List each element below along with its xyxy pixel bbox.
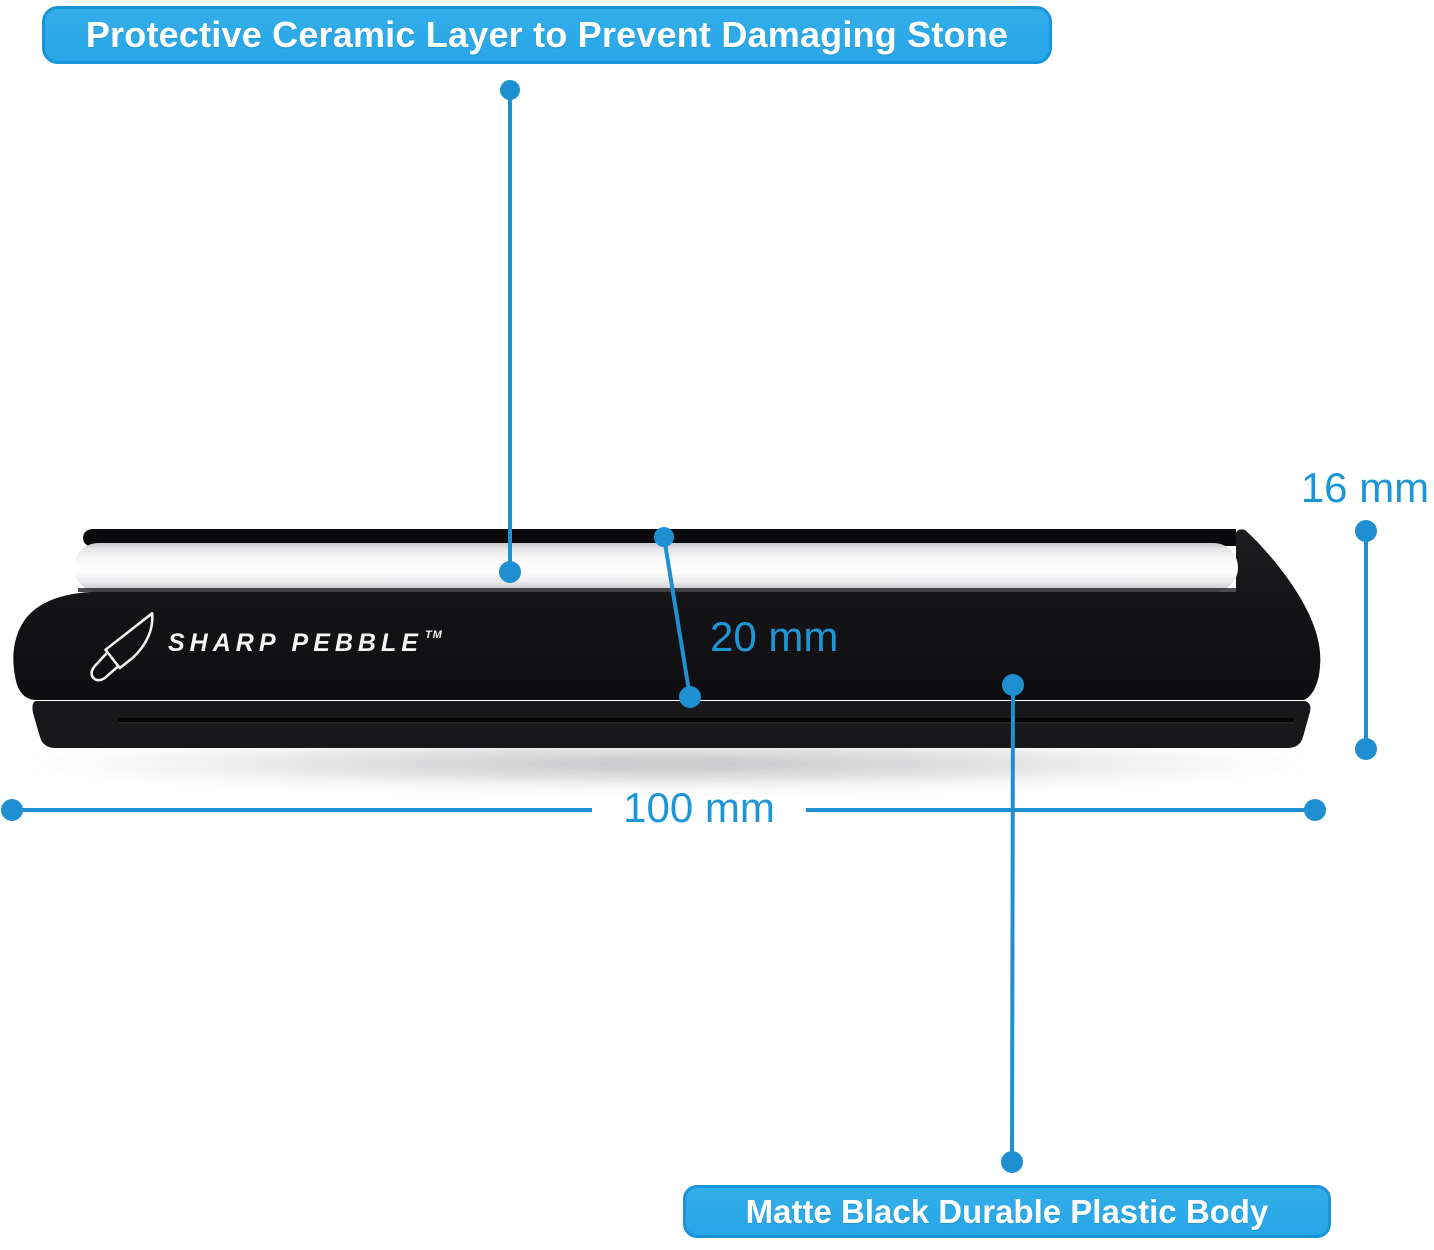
measure-dot [654,527,674,547]
measure-dot [679,686,701,708]
callout-dot [500,80,520,100]
product-base [32,701,1311,748]
product-body [13,529,1321,700]
product-shadow [8,737,1328,791]
base-groove [118,718,1294,722]
banner-ceramic-layer: Protective Ceramic Layer to Prevent Dama… [42,6,1052,64]
callout-line-plastic-body [1010,684,1015,1163]
ceramic-rod-seam [78,588,1236,592]
brand-name-text: SHARP PEBBLE [168,629,423,657]
callout-dot [1002,674,1024,696]
callout-dot [499,561,521,583]
measure-dot [1,799,23,821]
banner-plastic-body: Matte Black Durable Plastic Body [683,1185,1331,1238]
trademark-symbol: TM [424,628,443,641]
ceramic-rod [74,543,1238,592]
callout-dot [1001,1151,1023,1173]
measure-line-thickness [662,536,692,698]
dimension-label-thickness: 20 mm [710,613,839,660]
measure-dot [1355,738,1377,760]
measure-dot [1304,799,1326,821]
measure-dot [1355,520,1377,542]
base-groove-highlight [118,722,1294,724]
dimension-label-length: 100 mm [623,784,775,831]
knife-icon [90,612,154,682]
dimension-label-height: 16 mm [1300,464,1430,511]
brand-logo [65,591,187,710]
